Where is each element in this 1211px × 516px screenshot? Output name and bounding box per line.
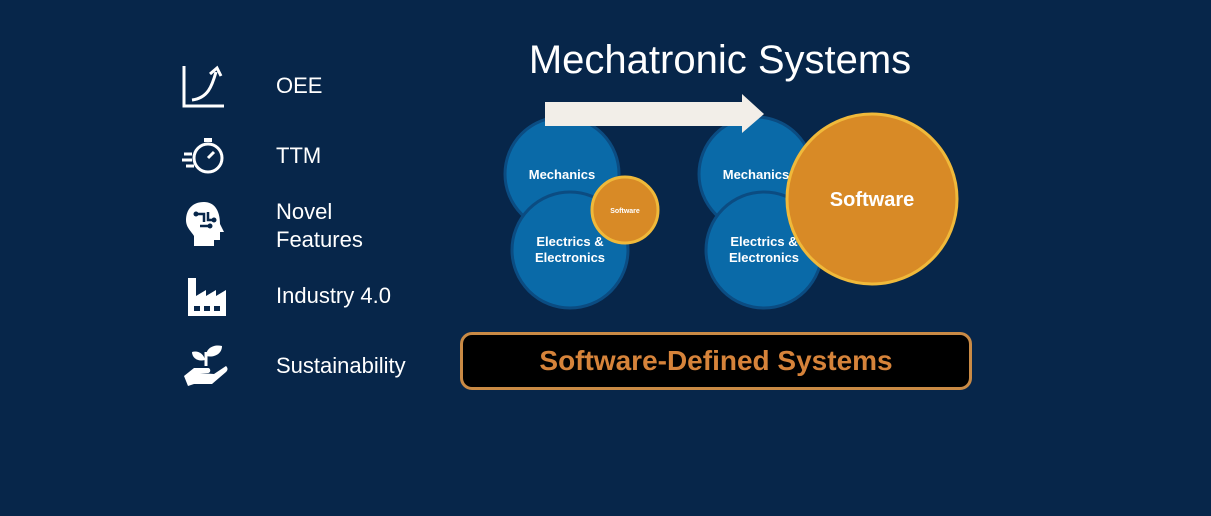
transition-arrow (545, 94, 764, 133)
driver-label-sustainability: Sustainability (276, 353, 406, 378)
mechanics-label-before: Mechanics (529, 167, 595, 182)
software-defined-banner: Software-Defined Systems (460, 332, 972, 390)
driver-industry: Industry 4.0 (0, 272, 440, 332)
electrics-label-before-1: Electrics & (536, 234, 603, 249)
factory-icon (188, 278, 226, 316)
stopwatch-icon (182, 138, 224, 174)
electrics-label-before-2: Electronics (535, 250, 605, 265)
driver-novel-features: Novel Features (0, 198, 440, 258)
software-label-after: Software (830, 189, 914, 211)
banner-text: Software-Defined Systems (539, 345, 893, 376)
driver-oee: OEE (0, 62, 440, 122)
driver-label-industry: Industry 4.0 (276, 283, 391, 308)
driver-sustainability: Sustainability (0, 342, 440, 402)
software-circle-after (785, 112, 959, 286)
driver-ttm: TTM (0, 132, 440, 192)
page-title: Mechatronic Systems (528, 38, 912, 82)
head-circuit-icon (186, 202, 224, 246)
mechanics-label-after: Mechanics (723, 167, 789, 182)
driver-label-features: Features (276, 227, 363, 252)
software-label-before: Software (610, 208, 640, 215)
software-circle-before (590, 175, 660, 245)
driver-label-ttm: TTM (276, 143, 322, 168)
electrics-label-after-1: Electrics & (730, 234, 797, 249)
driver-label-oee: OEE (276, 73, 323, 98)
growth-chart-icon (182, 65, 224, 108)
driver-label-novel: Novel (276, 199, 333, 224)
electrics-label-after-2: Electronics (729, 250, 799, 265)
hand-plant-icon (184, 345, 228, 386)
